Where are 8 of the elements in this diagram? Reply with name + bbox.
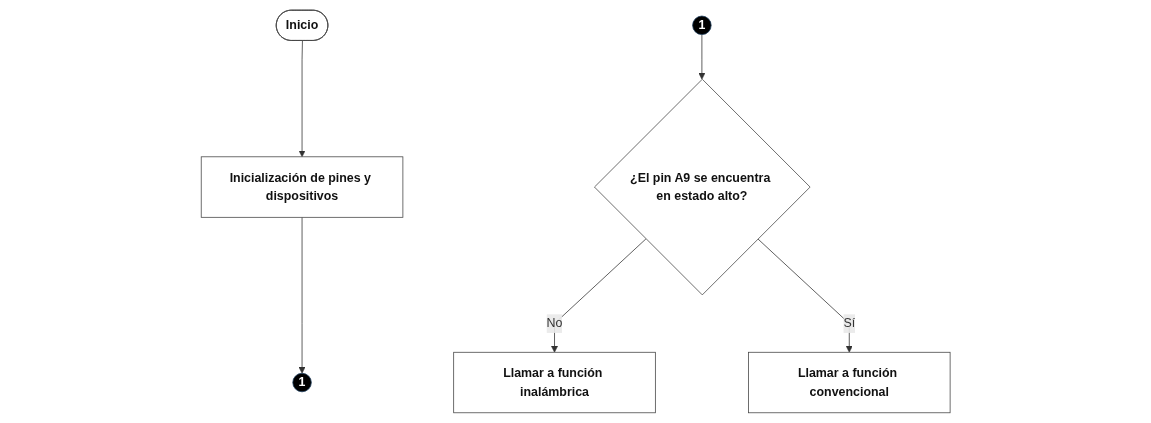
node-box: Llamar a función convencional (747, 351, 951, 414)
node-diamond: ¿El pin A9 se encuentra en estado alto? (593, 78, 811, 296)
node-box: Llamar a función inalámbrica (453, 351, 656, 414)
node-box: Inicialización de pines y dispositivos (200, 156, 404, 218)
edge-label: No (546, 316, 563, 330)
node-circle: 1 (292, 372, 312, 393)
edge-label: Sí (843, 316, 855, 330)
node-circle: 1 (692, 15, 712, 35)
